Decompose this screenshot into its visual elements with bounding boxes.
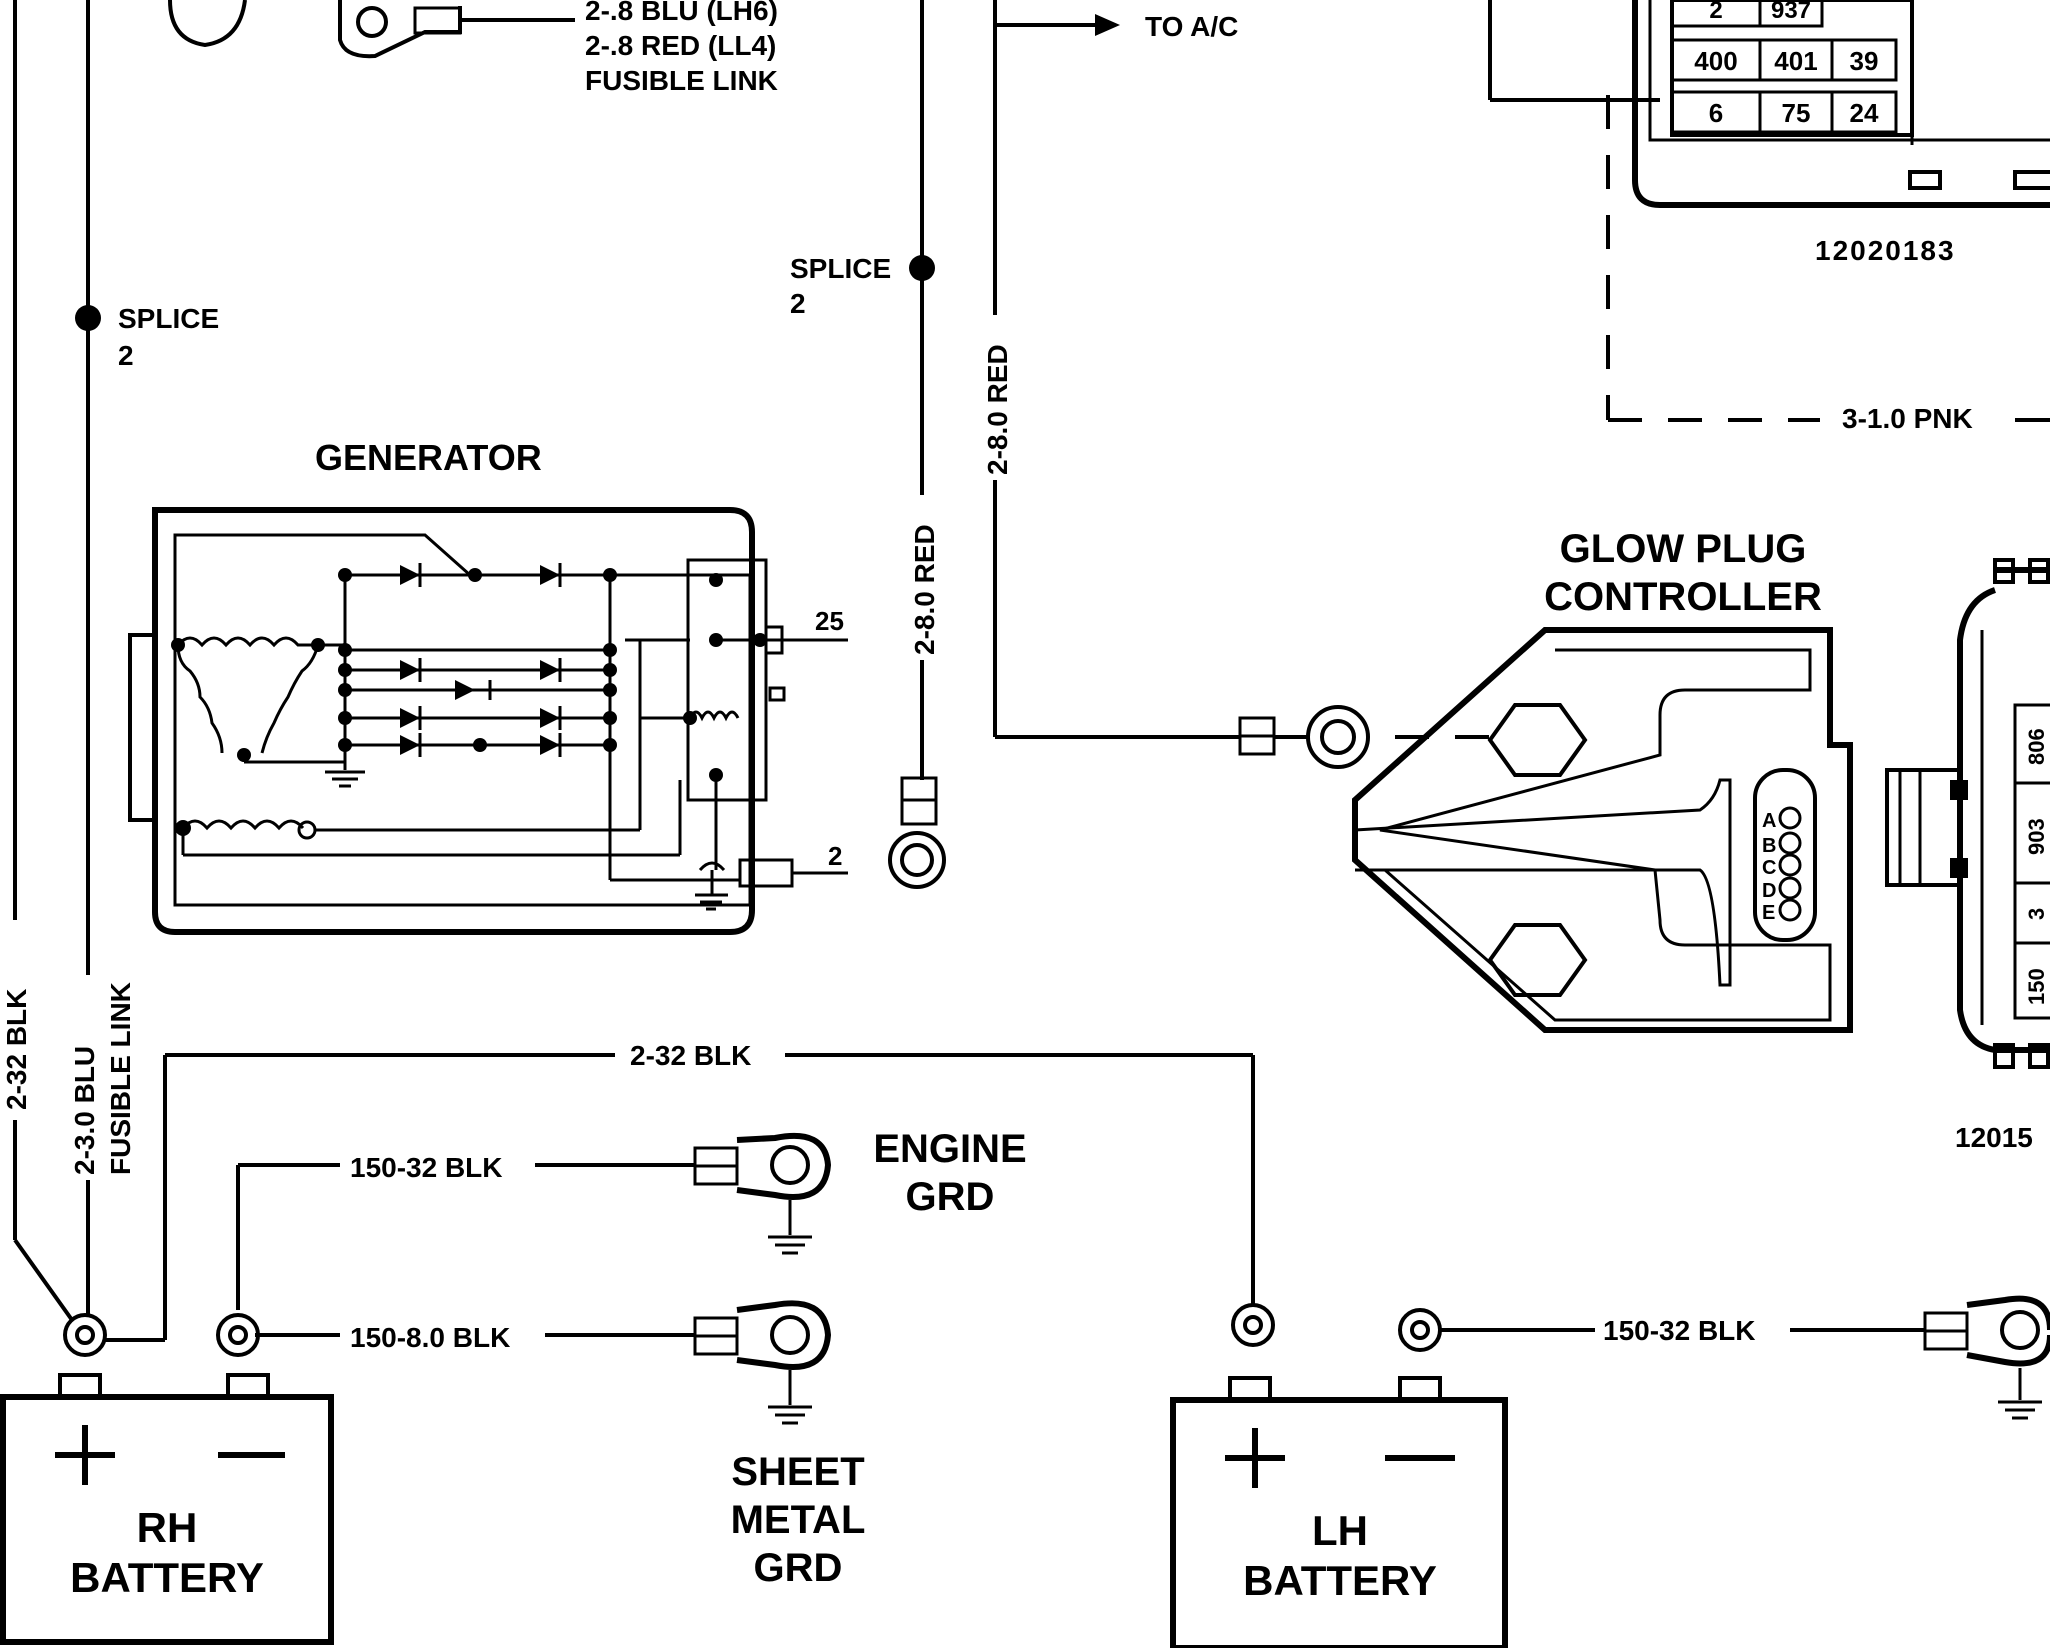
wire-label-2-32-blk-left: 2-32 BLK: [1, 989, 32, 1110]
glow-plug-title-1: GLOW PLUG: [1560, 527, 1807, 571]
wire-label-2-32-blk-top: 2-32 BLK: [630, 1040, 751, 1071]
splice-left-label: SPLICE: [118, 303, 219, 334]
sheet-metal-label-2: METAL: [731, 1498, 866, 1542]
splice-mid-dot: [909, 255, 935, 281]
wire-label-red-ll4: 2-.8 RED (LL4): [585, 30, 776, 61]
wire-label-150-8: 150-8.0 BLK: [350, 1322, 510, 1353]
gen-terminal-2: 2: [828, 841, 842, 871]
connector-pin: 150: [2024, 968, 2049, 1005]
pin-label: D: [1762, 880, 1776, 902]
fuse-cell: 75: [1782, 98, 1811, 128]
sheet-metal-ground-terminal: SHEET METAL GRD: [693, 1300, 866, 1590]
pin-label: A: [1762, 810, 1776, 832]
rh-battery-label-1: RH: [137, 1504, 198, 1551]
middle-vertical-wires: SPLICE 2 2-8.0 RED 2-8.0 RED TO A/C: [790, 0, 1240, 889]
wire-label-red-right: 2-8.0 RED: [982, 344, 1013, 475]
lh-battery: LH BATTERY: [1170, 1376, 1508, 1648]
fuse-cell: 6: [1709, 98, 1723, 128]
fuse-block: 2 937 400 401 39 6 75 24 12020183 3-1.0 …: [1488, 0, 2050, 434]
rh-battery: RH BATTERY: [0, 1373, 334, 1645]
sheet-metal-label-1: SHEET: [731, 1450, 864, 1494]
connector-pin: 806: [2024, 728, 2049, 765]
fusible-link-label: FUSIBLE LINK: [585, 65, 778, 96]
engine-ground-terminal: ENGINE GRD: [693, 1127, 1027, 1255]
top-left-components: 2-.8 BLU (LH6) 2-.8 RED (LL4) FUSIBLE LI…: [168, 0, 778, 96]
glow-plug-title-2: CONTROLLER: [1544, 575, 1822, 619]
wire-label-fusible-link-left: FUSIBLE LINK: [105, 982, 136, 1175]
rh-negative-post: [216, 1313, 260, 1357]
fuse-cell: 39: [1850, 46, 1879, 76]
pin-label: C: [1762, 857, 1776, 879]
splice-mid-number: 2: [790, 288, 806, 319]
pin-label: B: [1762, 835, 1776, 857]
lh-battery-label-1: LH: [1312, 1507, 1368, 1554]
engine-grd-label-2: GRD: [906, 1175, 995, 1219]
part-number-right: 12015: [1955, 1122, 2033, 1153]
splice-mid-label: SPLICE: [790, 253, 891, 284]
to-ac-label: TO A/C: [1145, 11, 1238, 42]
engine-grd-label-1: ENGINE: [873, 1127, 1026, 1171]
rh-battery-label-2: BATTERY: [70, 1554, 264, 1601]
splice-left-number: 2: [118, 340, 134, 371]
glow-plug-controller: GLOW PLUG CONTROLLER A B C D E: [1238, 527, 1853, 1033]
lh-ground-terminal: [1923, 1295, 2050, 1420]
wire-label-blu-lh6: 2-.8 BLU (LH6): [585, 0, 778, 26]
wire-label-red-middle: 2-8.0 RED: [909, 524, 940, 655]
pin-label: E: [1762, 902, 1775, 924]
sheet-metal-label-3: GRD: [754, 1546, 843, 1590]
wire-label-2-3-blu: 2-3.0 BLU: [69, 1046, 100, 1175]
lh-negative-post: [1398, 1308, 1442, 1352]
lh-battery-label-2: BATTERY: [1243, 1557, 1437, 1604]
lh-positive-post: [1231, 1303, 1275, 1347]
right-connector: 806 903 3 150 12015: [1885, 558, 2050, 1153]
wire-label-150-32-upper: 150-32 BLK: [350, 1152, 503, 1183]
fuse-cell: 401: [1774, 46, 1817, 76]
rh-positive-post: [63, 1313, 107, 1357]
gen-terminal-25: 25: [815, 606, 844, 636]
generator-title: GENERATOR: [315, 437, 542, 478]
left-vertical-wires: SPLICE 2 2-32 BLK 2-3.0 BLU FUSIBLE LINK: [1, 0, 219, 1322]
wire-label-150-32-right: 150-32 BLK: [1603, 1315, 1756, 1346]
fuse-cell: 937: [1771, 0, 1811, 24]
connector-pin: 903: [2024, 818, 2049, 855]
fuse-cell: 400: [1694, 46, 1737, 76]
generator: GENERATOR: [128, 437, 848, 935]
wire-label-pnk: 3-1.0 PNK: [1842, 403, 1973, 434]
part-number-top: 12020183: [1815, 235, 1956, 266]
battery-wiring: 2-32 BLK 150-32 BLK 150-8.0 BLK 150-32 B…: [63, 1040, 1925, 1357]
fuse-cell: 24: [1850, 98, 1879, 128]
fuse-cell: 2: [1709, 0, 1722, 24]
splice-left-dot: [75, 305, 101, 331]
connector-pin: 3: [2024, 908, 2049, 920]
